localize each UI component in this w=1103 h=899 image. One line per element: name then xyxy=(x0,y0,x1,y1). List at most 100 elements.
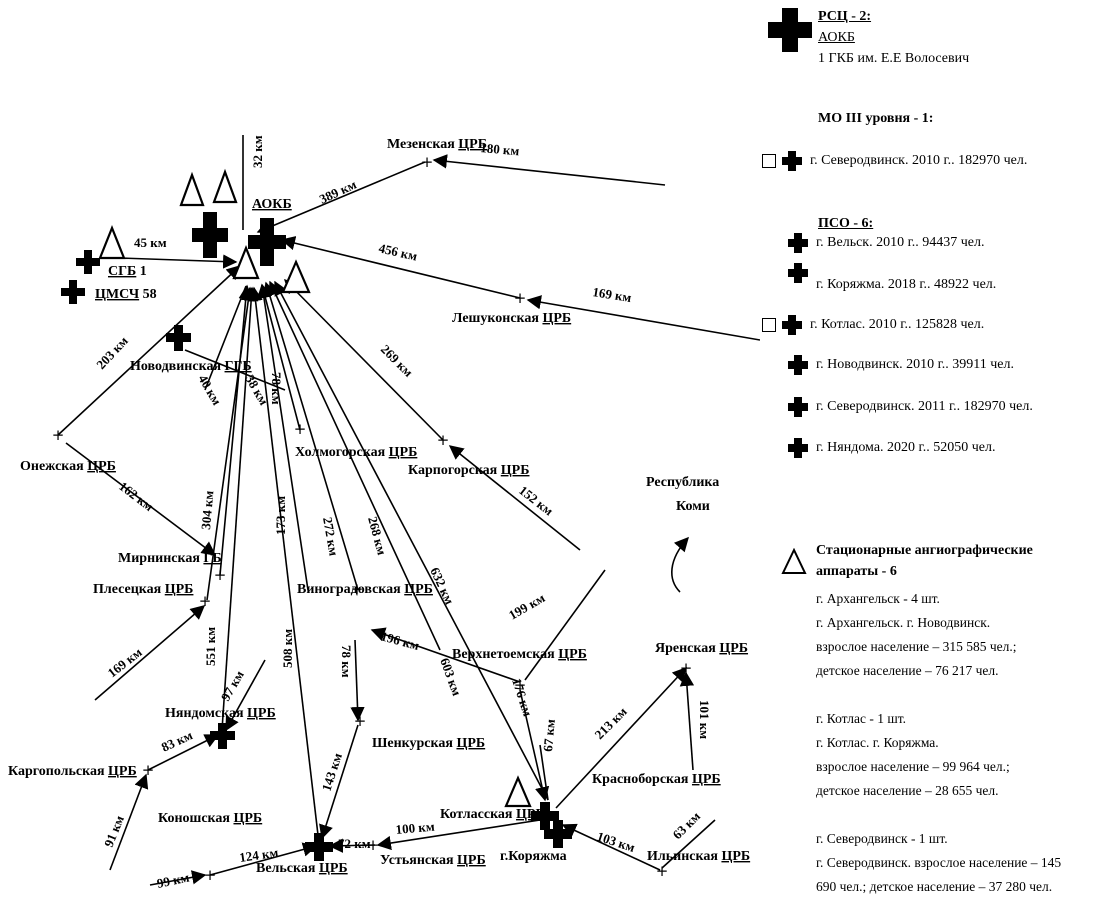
node-label-krasnoborsk: Красноборская ЦРБ xyxy=(592,772,721,787)
route-onega-aokb xyxy=(57,265,242,436)
route-karpogory-aokb xyxy=(283,278,444,441)
route-kotlas-aokb xyxy=(274,280,549,801)
route-novodvinsk-2 xyxy=(204,285,247,391)
distance-label: 176 км xyxy=(509,676,535,718)
route-nyandoma-in xyxy=(225,659,266,732)
node-label-mirny: Мирнинская ГБ xyxy=(118,551,222,566)
route-kargopol-nyandoma xyxy=(147,734,220,771)
route-kholmogory xyxy=(258,283,301,431)
routes xyxy=(57,135,760,886)
route-velsk-in xyxy=(209,842,318,876)
distance-label: 83 км xyxy=(159,727,195,754)
node-label-vinogradov: Виноградовская ЦРБ xyxy=(297,582,433,597)
distance-label: 63 км xyxy=(670,808,704,842)
distance-label: 152 км xyxy=(516,483,556,519)
node-marker: + xyxy=(437,431,450,449)
pso-cross-kotlas xyxy=(531,802,559,830)
node-label-velsk: Вельская ЦРБ xyxy=(256,861,348,876)
distance-label: 97 км xyxy=(218,668,247,704)
route-map: + + + + + + + + + + + + + + + АОКБ xyxy=(8,135,760,891)
komi-label-2: Коми xyxy=(676,499,710,514)
distance-label: 196 км xyxy=(379,628,421,653)
rsc-cross-icon xyxy=(768,8,812,52)
place-labels: АОКБ СГБ 1 ЦМСЧ 58 Мезенская ЦРБ Лешукон… xyxy=(8,137,750,876)
node-label-nyandoma: Няндомская ЦРБ xyxy=(165,706,276,721)
distance-label: 100 км xyxy=(395,819,435,837)
route-ustya-velsk xyxy=(328,838,376,853)
route-verkhnetoem-vinogradov xyxy=(370,627,521,683)
node-label-ilinsk: Ильинская ЦРБ xyxy=(647,849,750,864)
node-label-shenkursk: Шенкурская ЦРБ xyxy=(372,736,485,751)
pso-item: г. Коряжма. 2018 г.. 48922 чел. xyxy=(788,262,996,292)
pso-cross-velsk xyxy=(305,833,333,861)
route-east-mezen xyxy=(432,154,666,186)
distance-label: 456 км xyxy=(377,240,419,263)
node-label-konosha: Коношская ЦРБ xyxy=(158,811,262,826)
distance-label: 180 км xyxy=(480,140,520,158)
angio-triangles xyxy=(98,168,532,808)
distance-label: 38 км xyxy=(242,372,271,408)
distance-label: 213 км xyxy=(592,704,630,742)
pso-item: г. Северодвинск. 2011 г.. 182970 чел. xyxy=(788,396,1033,417)
node-marker: + xyxy=(204,866,217,884)
node-label-karpogory: Карпогорская ЦРБ xyxy=(408,463,529,478)
triangle-legend-icon xyxy=(781,548,807,574)
pso-title: ПСО - 6: xyxy=(818,216,874,231)
hub-label: АОКБ xyxy=(252,197,292,212)
route-ilinsk-kotlas xyxy=(561,823,661,871)
node-marker: + xyxy=(199,592,212,610)
route-mirny-aokb xyxy=(219,284,253,576)
route-karpogory-in xyxy=(448,445,581,551)
route-onega-mirny xyxy=(65,442,217,556)
distance-label: 40 км xyxy=(195,372,224,408)
route-nyandoma-aokb xyxy=(221,286,259,731)
distance-label: 103 км xyxy=(595,829,637,855)
distance-label: 203 км xyxy=(93,333,131,372)
route-mezen-aokb xyxy=(256,161,426,234)
route-verkhnetoem-aokb xyxy=(268,280,441,651)
node-label-mezen: Мезенская ЦРБ xyxy=(387,137,487,152)
node-marker: + xyxy=(514,289,527,307)
node-markers: + + + + + + + + + + + + + + + xyxy=(52,153,693,884)
node-label-ustya: Устьянская ЦРБ xyxy=(380,853,486,868)
route-yarensk-krasnoborsk xyxy=(679,671,695,771)
rsc-cross-2 xyxy=(248,218,286,266)
route-yarensk-kotlas xyxy=(555,666,687,809)
node-marker: + xyxy=(421,153,434,171)
distance-label: 78 км xyxy=(269,372,284,405)
node-label-novodvinsk: Новодвинская ГГБ xyxy=(130,359,252,374)
distance-label: 603 км xyxy=(437,656,465,698)
pso-cross-icon xyxy=(782,314,802,335)
node-marker: + xyxy=(351,580,364,598)
rsc-title: РСЦ - 2: xyxy=(818,9,872,24)
node-label-yarensk: Яренская ЦРБ xyxy=(655,641,748,656)
distance-label: 269 км xyxy=(378,342,416,380)
distance-label: 78 км xyxy=(339,645,354,678)
node-marker: + xyxy=(294,420,307,438)
distance-label: 508 км xyxy=(280,629,295,668)
node-label-kotlas: Котласская ЦРБ xyxy=(440,807,545,822)
angio-details: г. Архангельск - 4 шт. г. Архангельск. г… xyxy=(816,591,1062,894)
distance-label: 169 км xyxy=(592,284,633,305)
pso-cross-icon xyxy=(782,150,802,171)
distance-label: 99 км xyxy=(156,869,191,890)
route-komi-verkhnetoem xyxy=(524,569,606,681)
pso-item: г. Няндома. 2020 г.. 52050 чел. xyxy=(788,437,995,458)
angio-triangle xyxy=(232,245,260,280)
node-label-plesetsk: Плесецкая ЦРБ xyxy=(93,582,193,597)
node-marker: + xyxy=(52,426,65,444)
pso-cross-icon xyxy=(788,232,808,253)
route-leshukon-aokb xyxy=(280,236,521,299)
node-label-koryazhma: г.Коряжма xyxy=(500,849,567,864)
zmsc-label: ЦМСЧ 58 xyxy=(95,287,157,302)
centre-crosses xyxy=(61,212,572,861)
angio-triangle xyxy=(281,259,311,294)
route-shenkursk-velsk xyxy=(319,724,359,840)
pso-item: г. Котлас. 2010 г.. 125828 чел. xyxy=(762,314,984,335)
pso-cross-sgb xyxy=(76,250,100,274)
distance-label: 124 км xyxy=(238,845,279,865)
route-sgb-aokb xyxy=(119,254,238,269)
pso-cross-icon xyxy=(788,354,808,375)
route-plesetsk-in xyxy=(94,605,206,701)
distance-label: 45 км xyxy=(134,235,167,250)
